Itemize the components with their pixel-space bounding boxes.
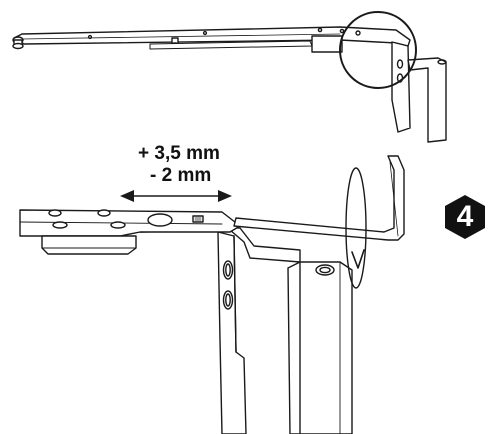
step-number: 4 xyxy=(456,200,474,233)
overview-end-knob xyxy=(12,36,24,50)
rotation-icon xyxy=(345,167,367,289)
detail-circle-icon xyxy=(339,11,417,89)
detail-adjust-screw xyxy=(192,215,204,223)
adjustment-plus-label: + 3,5 mm xyxy=(138,143,220,164)
hexagon-badge-icon xyxy=(445,195,485,239)
overview-assembly xyxy=(12,11,447,143)
overview-stay-arm xyxy=(13,26,411,47)
overview-frame-profile xyxy=(407,57,447,143)
adjustment-minus-label: - 2 mm xyxy=(150,165,212,186)
adjust-direction-icon xyxy=(120,190,232,202)
overview-frame-leaf xyxy=(391,41,411,133)
detail-frame-leaf xyxy=(217,231,247,434)
detail-assembly xyxy=(19,209,353,434)
detail-lower-plate xyxy=(41,235,137,255)
overview-hinge-block xyxy=(311,35,343,53)
allen-key-tool xyxy=(233,155,405,241)
detail-adjust-hole xyxy=(147,213,173,227)
detail-frame-profile xyxy=(287,261,353,434)
step-badge: 4 xyxy=(444,194,486,240)
